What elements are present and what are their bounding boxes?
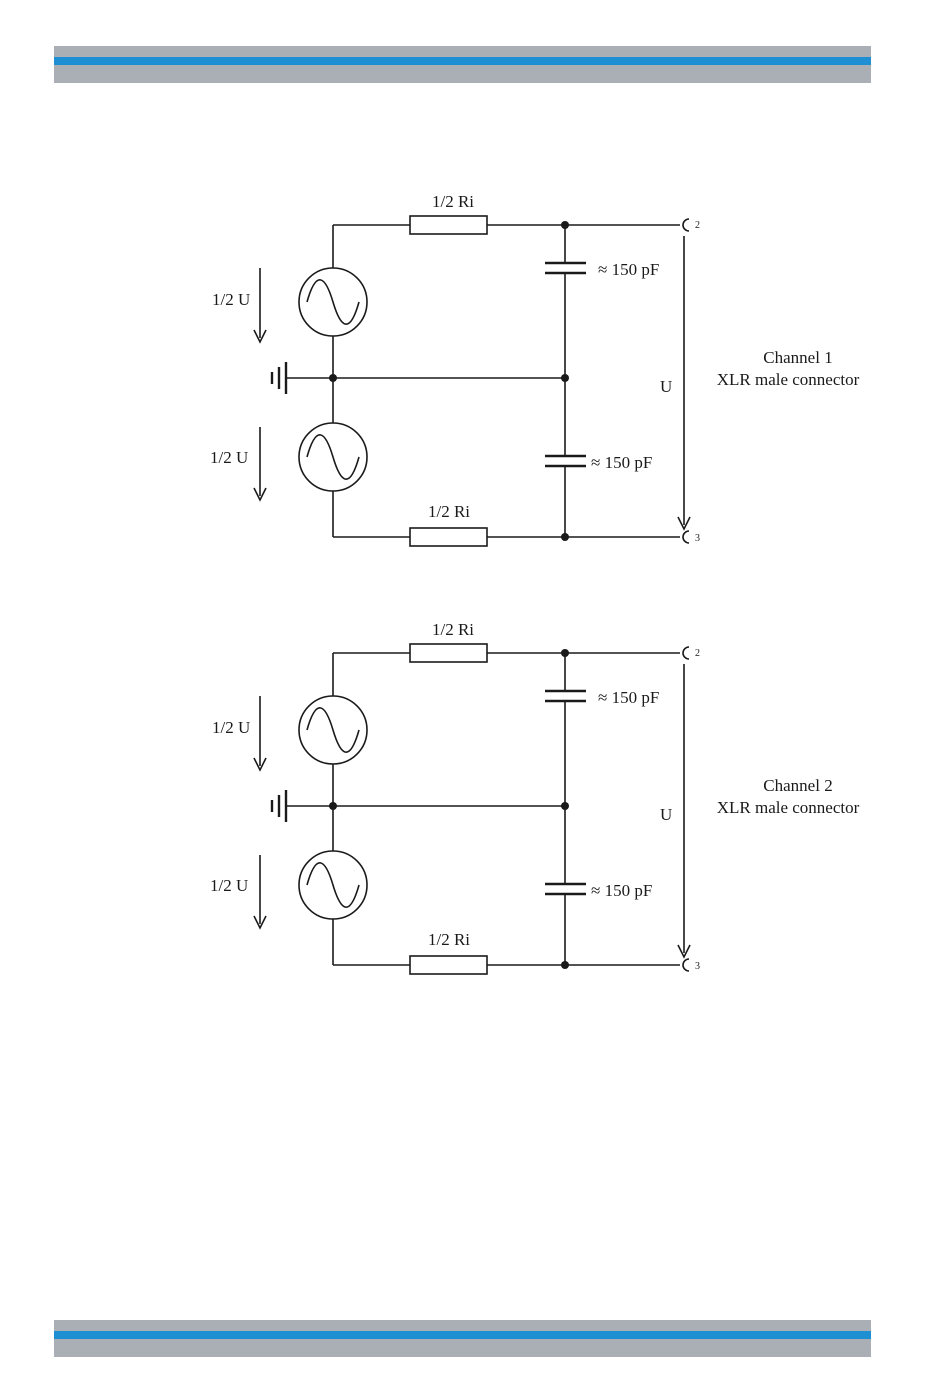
junction-dot [561,221,569,229]
source-bottom-label: 1/2 U [210,448,248,467]
resistor-top [410,216,487,234]
footer-band [54,1320,871,1357]
junction-dot [561,961,569,969]
resistor-bottom-label: 1/2 Ri [428,502,470,521]
resistor-bottom [410,956,487,974]
connector-pin-icon [683,959,689,971]
pin-bottom-label: 3 [695,961,700,972]
source-bottom-arrow [254,427,266,500]
pin-top-label: 2 [695,220,700,231]
pin-bottom-label: 3 [695,533,700,544]
junction-dot [561,649,569,657]
resistor-bottom-label: 1/2 Ri [428,930,470,949]
source-top-label: 1/2 U [212,290,250,309]
capacitor-top-label: ≈ 150 pF [598,688,659,707]
ground-icon [272,362,333,394]
ac-source-icon [299,696,367,764]
output-voltage-arrow [678,664,690,957]
source-top-arrow [254,268,266,342]
connector-pin-icon [683,531,689,543]
junction-dot [329,802,337,810]
capacitor-bottom [545,456,586,537]
pin-top-label: 2 [695,648,700,659]
capacitor-bottom-label: ≈ 150 pF [591,453,652,472]
source-bottom-arrow [254,855,266,928]
capacitor-top-label: ≈ 150 pF [598,260,659,279]
circuit-diagram-channel-1: 1/2 Ri 1/2 U 1/2 U [190,180,890,600]
junction-dot [561,533,569,541]
source-top-arrow [254,696,266,770]
output-voltage-label: U [660,377,672,396]
junction-dot [329,374,337,382]
resistor-top-label: 1/2 Ri [432,192,474,211]
ac-source-icon [299,268,367,336]
circuit-diagram-channel-2: 1/2 Ri 1/2 U 1/2 U [190,608,890,1028]
connector-pin-icon [683,219,689,231]
connector-label: XLR male connector [717,798,860,817]
resistor-top-label: 1/2 Ri [432,620,474,639]
channel-label: Channel 2 [763,776,832,795]
capacitor-bottom [545,884,586,965]
connector-pin-icon [683,647,689,659]
source-bottom-label: 1/2 U [210,876,248,895]
resistor-top [410,644,487,662]
ac-source-icon [299,423,367,491]
capacitor-bottom-label: ≈ 150 pF [591,881,652,900]
source-top-label: 1/2 U [212,718,250,737]
bottom-wire [333,919,680,965]
connector-label: XLR male connector [717,370,860,389]
channel-label: Channel 1 [763,348,832,367]
capacitor-top [545,225,586,456]
output-voltage-arrow [678,236,690,529]
header-band [54,46,871,83]
ac-source-icon [299,851,367,919]
resistor-bottom [410,528,487,546]
ground-icon [272,790,333,822]
capacitor-top [545,653,586,884]
bottom-wire [333,491,680,537]
output-voltage-label: U [660,805,672,824]
